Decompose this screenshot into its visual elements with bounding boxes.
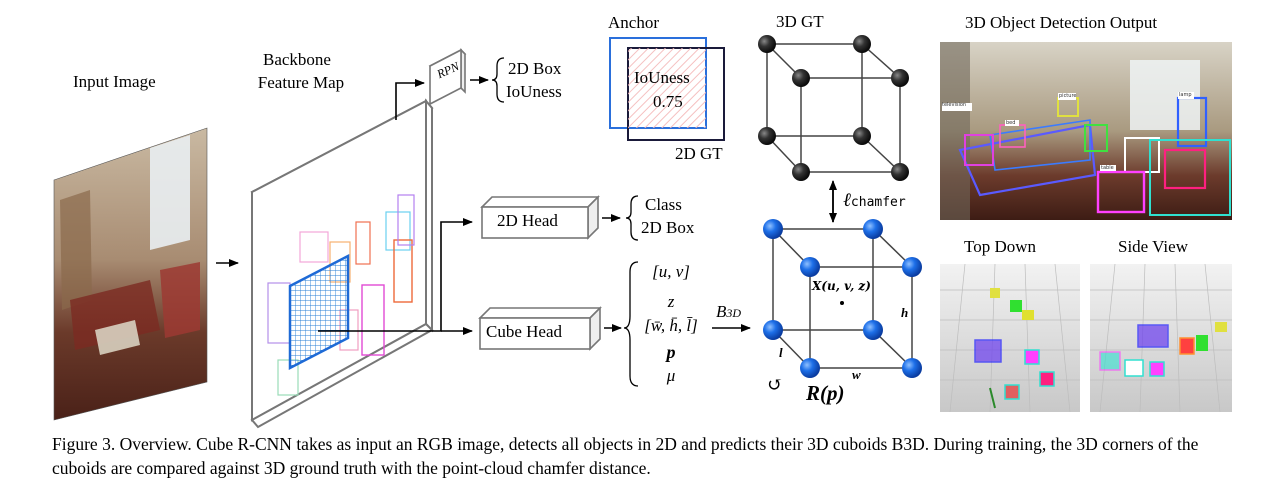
brace-rpn bbox=[491, 57, 505, 103]
gt-3d-label: 3D GT bbox=[776, 12, 824, 31]
pred-corner-spheres bbox=[763, 219, 922, 378]
head-2d-label: 2D Head bbox=[497, 211, 558, 230]
input-image bbox=[53, 127, 208, 421]
b3d-label: B3D bbox=[716, 302, 742, 321]
rpn-block bbox=[428, 48, 467, 106]
pred-3d-cube bbox=[772, 228, 913, 369]
scene-tag: table bbox=[1101, 165, 1114, 171]
cube-output-p: p bbox=[666, 342, 676, 362]
brace-2d-head bbox=[625, 195, 639, 241]
cube-head-label: Cube Head bbox=[486, 322, 563, 341]
rpn-output-iouness: IoUness bbox=[506, 82, 562, 101]
anchor-label: Anchor bbox=[608, 13, 659, 32]
gt-corner-spheres bbox=[758, 35, 909, 181]
detection-output-image bbox=[940, 42, 1232, 220]
iou-overlap bbox=[628, 48, 706, 128]
center-label: X(u, v, z) bbox=[812, 279, 871, 293]
side-view-label: Side View bbox=[1118, 237, 1188, 256]
arrow-to-2d-head bbox=[318, 218, 473, 332]
scene-tag: bed bbox=[1006, 120, 1016, 126]
scene-tag: lamp bbox=[1179, 92, 1192, 98]
input-image-label: Input Image bbox=[73, 72, 156, 91]
chamfer-loss-label: ℓchamfer bbox=[843, 190, 906, 211]
scene-tag: television bbox=[942, 102, 967, 108]
diagram-canvas bbox=[53, 35, 1232, 429]
rpn-output-2d-box: 2D Box bbox=[508, 59, 562, 78]
cube-output-z: z bbox=[667, 292, 675, 311]
cube-output-whl: [w̄, h̄, l̄] bbox=[644, 316, 698, 335]
cube-head-box bbox=[478, 306, 602, 351]
head-2d-box bbox=[480, 195, 600, 240]
side-view-image bbox=[1090, 263, 1232, 413]
center-point bbox=[840, 301, 844, 305]
dim-l-label: l bbox=[779, 345, 783, 360]
gt-2d-label: 2D GT bbox=[675, 144, 723, 163]
rotation-icon: ↺ bbox=[767, 375, 783, 396]
cube-output-uv: [u, v] bbox=[652, 262, 690, 281]
output-title: 3D Object Detection Output bbox=[965, 13, 1158, 32]
iouness-value: 0.75 bbox=[653, 92, 683, 111]
feature-map bbox=[250, 98, 434, 429]
gt-3d-cube bbox=[766, 43, 901, 173]
scene-tag: picture bbox=[1059, 93, 1077, 99]
backbone-label: Backbone bbox=[263, 50, 331, 69]
dim-w-label: w bbox=[852, 367, 861, 382]
top-down-label: Top Down bbox=[964, 237, 1037, 256]
brace-cube-head bbox=[623, 261, 639, 387]
head-2d-output-class: Class bbox=[645, 195, 682, 214]
figure-caption: Figure 3. Overview. Cube R-CNN takes as … bbox=[52, 434, 1199, 478]
head-2d-output-box: 2D Box bbox=[641, 218, 695, 237]
rotation-label: R(p) bbox=[806, 381, 845, 405]
cube-output-mu: μ bbox=[666, 366, 676, 385]
top-down-image bbox=[940, 263, 1080, 413]
iouness-label: IoUness bbox=[634, 68, 690, 87]
feature-map-label: Feature Map bbox=[257, 73, 345, 92]
arrow-to-rpn bbox=[395, 79, 425, 120]
dim-h-label: h bbox=[901, 305, 909, 320]
